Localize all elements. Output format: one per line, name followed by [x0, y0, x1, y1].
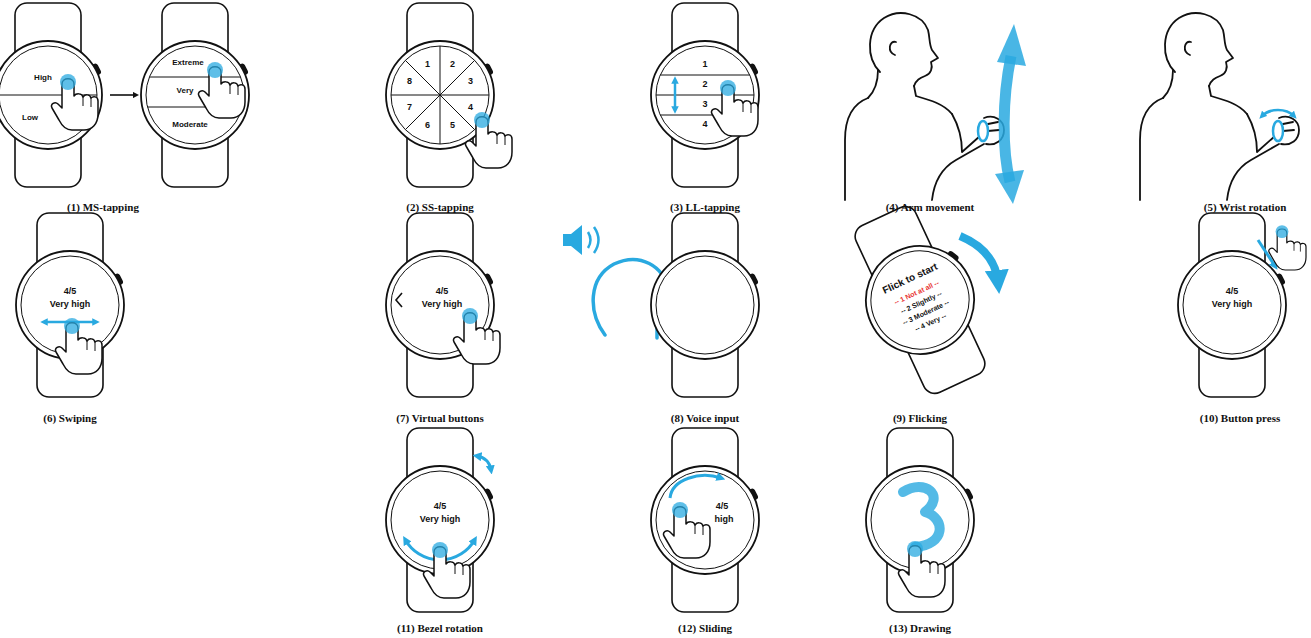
- face-label: Very high: [50, 300, 91, 310]
- caption: (2) SS-tapping: [406, 201, 474, 213]
- caption: (10) Button press: [1200, 412, 1280, 424]
- caption: (4) Arm movement: [886, 201, 975, 213]
- face-label: 4/5: [64, 287, 77, 297]
- row-number: 3: [702, 100, 707, 110]
- face-label: Very high: [1212, 300, 1253, 310]
- caption: (7) Virtual buttons: [396, 412, 483, 424]
- face-label: Low: [22, 114, 38, 123]
- face-label: high: [715, 515, 734, 525]
- sector-number: 2: [450, 60, 455, 70]
- caption: (13) Drawing: [889, 622, 951, 634]
- sector-number: 1: [425, 60, 430, 70]
- face-label: 4/5: [436, 287, 449, 297]
- face-label: Very high: [420, 515, 461, 525]
- caption: (8) Voice input: [671, 412, 739, 424]
- row-number: 2: [702, 80, 707, 90]
- sector-number: 4: [468, 103, 473, 113]
- row-number: 1: [702, 60, 707, 70]
- face-label: 4/5: [716, 502, 729, 512]
- face-label: Extreme: [172, 59, 204, 68]
- caption: (6) Swiping: [43, 412, 97, 424]
- face-label: Moderate: [172, 121, 208, 130]
- sector-number: 5: [450, 121, 455, 131]
- face-label: High: [34, 74, 52, 83]
- caption: (1) MS-tapping: [67, 201, 139, 213]
- sector-number: 3: [468, 77, 473, 87]
- sector-number: 7: [407, 103, 412, 113]
- face-label: 4/5: [434, 502, 447, 512]
- caption: (11) Bezel rotation: [397, 622, 483, 634]
- sector-number: 6: [425, 121, 430, 131]
- sector-number: 8: [407, 77, 412, 87]
- face-label: Very high: [422, 300, 463, 310]
- face-label: Very: [177, 87, 194, 96]
- caption: (3) LL-tapping: [670, 201, 740, 213]
- caption: (9) Flicking: [893, 412, 947, 424]
- caption: (5) Wrist rotation: [1204, 201, 1287, 213]
- caption: (12) Sliding: [678, 622, 732, 634]
- face-label: 4/5: [1226, 287, 1239, 297]
- row-number: 4: [702, 120, 707, 130]
